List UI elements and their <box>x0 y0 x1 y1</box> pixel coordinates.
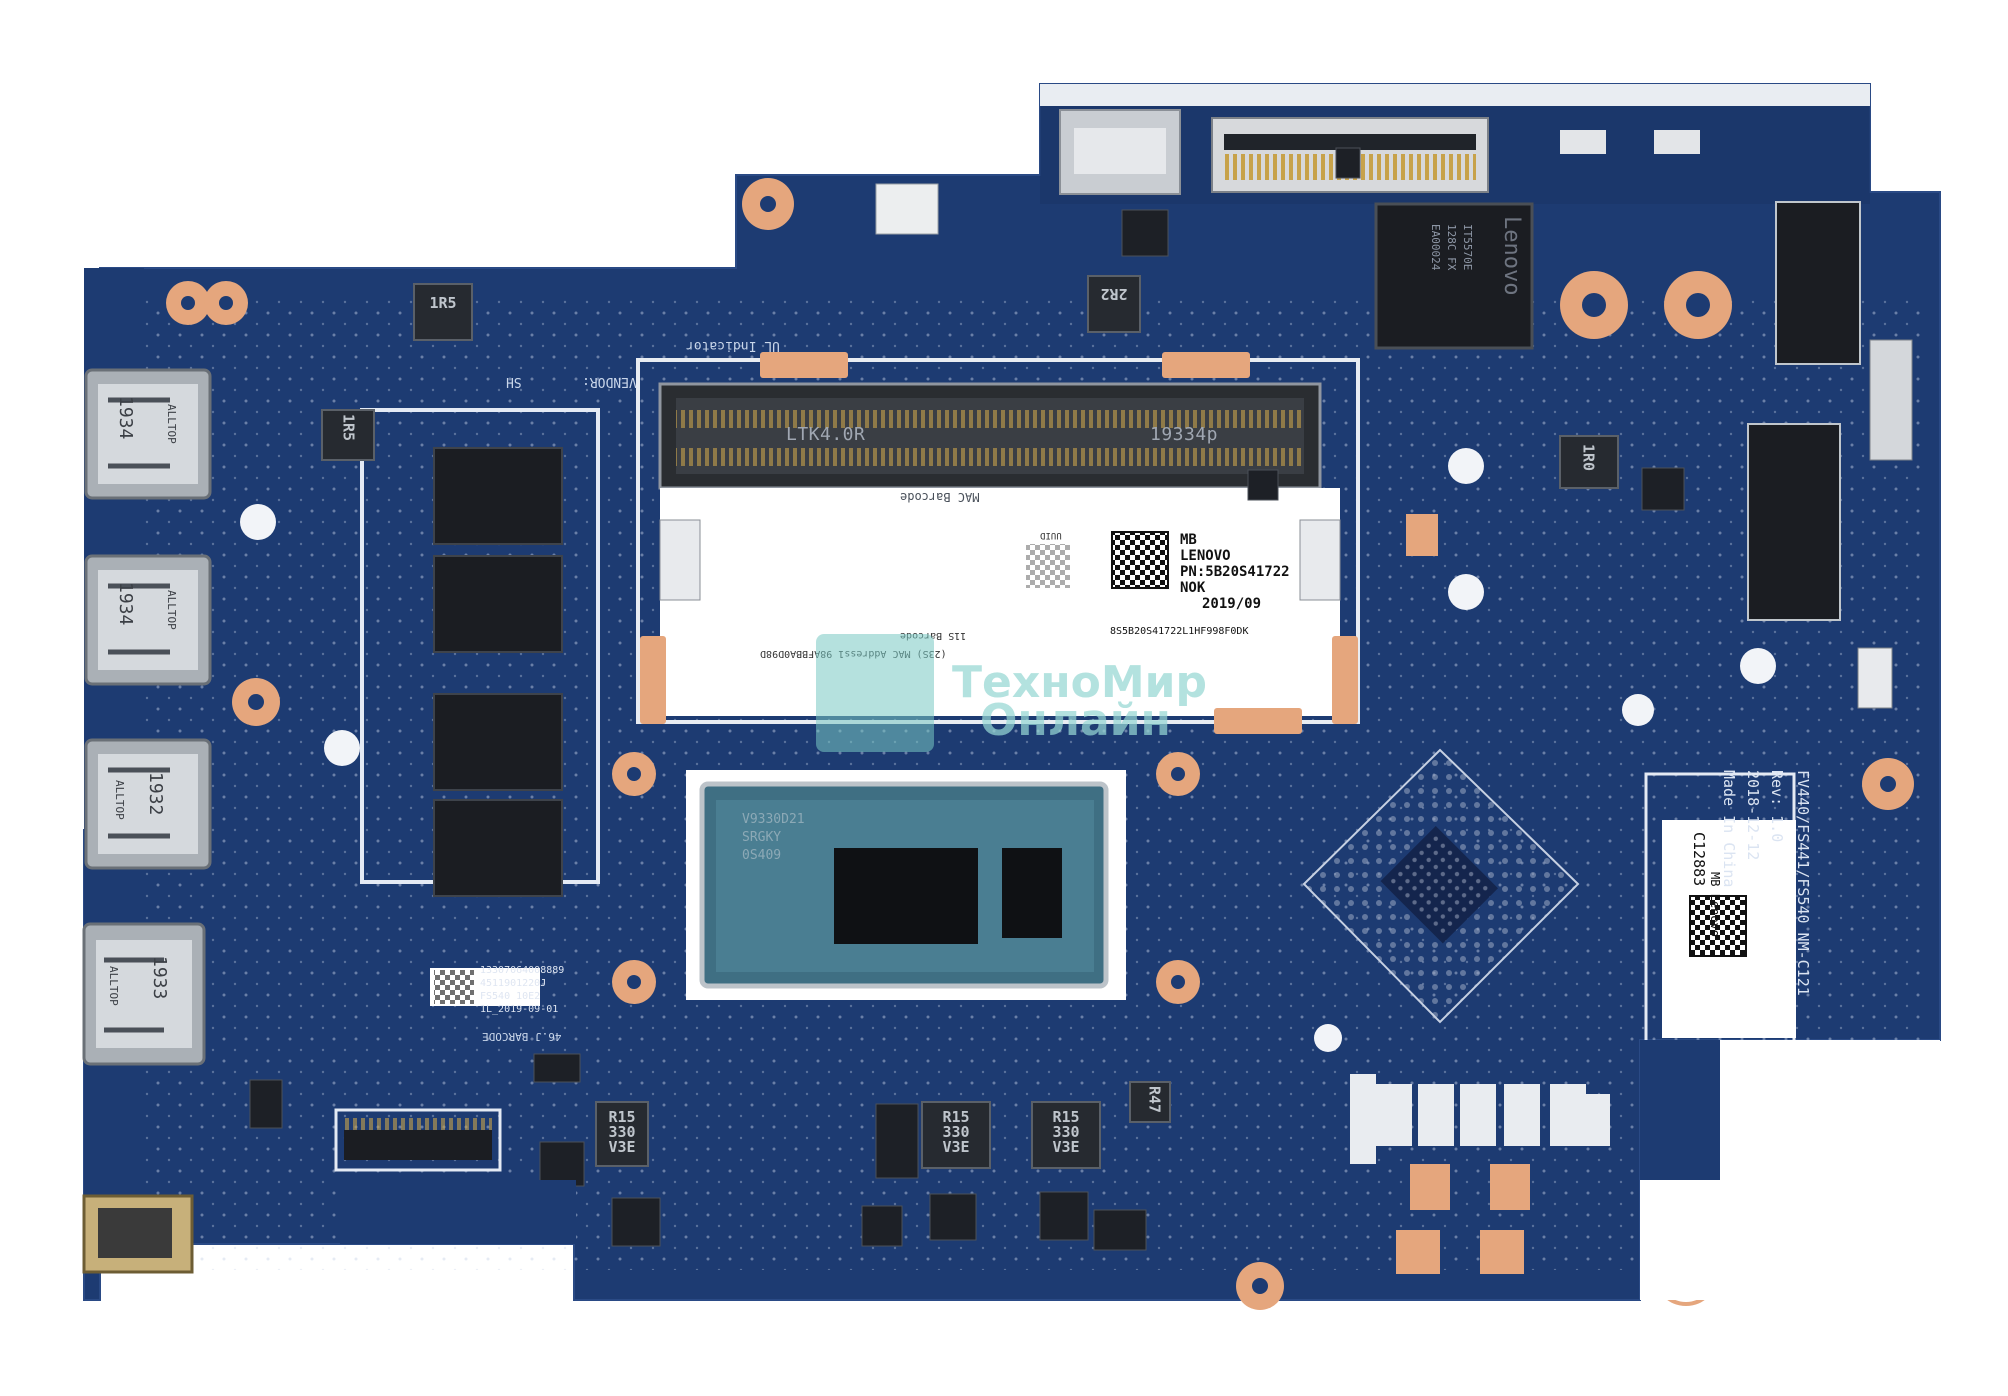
cpu-package <box>686 770 1126 1000</box>
board-rev: Rev: 1.0 <box>1768 770 1786 843</box>
usb2-number: 1934 <box>115 582 136 626</box>
sticker-line-1: MB <box>1180 532 1197 548</box>
small-label-3: FS540 10E2 <box>480 991 541 1002</box>
sh-label: SH <box>506 374 522 389</box>
small-label-4: 1L_2019-09-01 <box>480 1004 559 1015</box>
inductor-label-5: R15 330 V3E <box>942 1108 970 1156</box>
sticker-serial: 8S5B20S41722L1HF998F0DK <box>1110 626 1249 637</box>
sticker-line-2: LENOVO <box>1180 548 1231 564</box>
cpu-line-2: SRGKY <box>742 830 782 845</box>
usb2-brand: ALLTOP <box>165 590 178 630</box>
usb4-number: 1933 <box>149 956 170 1000</box>
dimm-left-text: LTK4.0R <box>786 424 866 445</box>
sticker-uuid: UUID <box>1040 530 1062 540</box>
board-origin: Made In China <box>1720 770 1738 888</box>
small-label-2: 4511901220J <box>480 978 547 989</box>
ec-line-1: IT5570E <box>1461 224 1474 271</box>
usb1-brand: ALLTOP <box>165 404 178 444</box>
inductor-label-7: R47 <box>1145 1085 1164 1114</box>
inductor-label-1: 1R5 <box>429 294 457 312</box>
board-model: FV440/FS441/FS540 NM-C121 <box>1794 770 1812 996</box>
vendor-label: VENDOR: <box>582 374 637 389</box>
usb-ports <box>82 368 212 1066</box>
inductor-label-2: 1R5 <box>339 413 358 442</box>
sticker-line-5: 2019/09 <box>1202 596 1262 612</box>
usb3-number: 1932 <box>145 772 166 816</box>
dimm-right-text: 19334p <box>1150 424 1219 445</box>
inductors <box>321 275 1619 1169</box>
label-qr <box>1111 531 1169 589</box>
ec-chip <box>1374 202 1534 350</box>
inductor-label-3: 2R2 <box>1100 285 1128 303</box>
usb4-brand: ALLTOP <box>107 966 120 1006</box>
sticker-mb-lenovo: MB Lenovo <box>1708 872 1722 938</box>
ul-indicator: UL Indicator <box>686 338 780 353</box>
ec-brand: Lenovo <box>1499 216 1524 296</box>
sticker-c-code: C12883 <box>1690 832 1708 887</box>
inductor-label-4: R15 330 V3E <box>608 1108 636 1156</box>
dimm-slot <box>658 382 1341 716</box>
ram-chips <box>433 447 563 897</box>
mac-barcode-label: MAC Barcode <box>900 490 980 504</box>
usb1-number: 1934 <box>115 396 136 440</box>
ec-line-3: EA00024 <box>1429 224 1442 271</box>
pch-bga <box>1302 748 1580 1024</box>
inductor-label-6: R15 330 V3E <box>1052 1108 1080 1156</box>
ec-line-2: 128C FX <box>1445 224 1458 271</box>
sticker-line-3: PN:5B20S41722 <box>1180 564 1290 580</box>
usb3-brand: ALLTOP <box>113 780 126 820</box>
sticker-line-4: NOK <box>1180 580 1206 596</box>
small-label-text: 13307064008889 4511901220J FS540 10E2 1L… <box>480 964 564 1016</box>
small-label-1: 13307064008889 <box>480 965 565 976</box>
watermark-line-1: ТехноМир <box>952 657 1207 708</box>
cpu-line-3: 0S409 <box>742 848 782 863</box>
inductor-label-8: 1R0 <box>1579 443 1598 472</box>
barcode-label: 46.J BARCODE <box>482 1030 562 1043</box>
cpu-line-1: V9330D21 <box>742 812 805 827</box>
watermark-logo <box>816 634 934 752</box>
watermark-line-2: Онлайн <box>980 695 1171 746</box>
board-date: 2018-12-12 <box>1744 770 1762 861</box>
label-sticker-text: MB LENOVO PN:5B20S41722 NOK 2019/09 <box>1180 532 1290 612</box>
